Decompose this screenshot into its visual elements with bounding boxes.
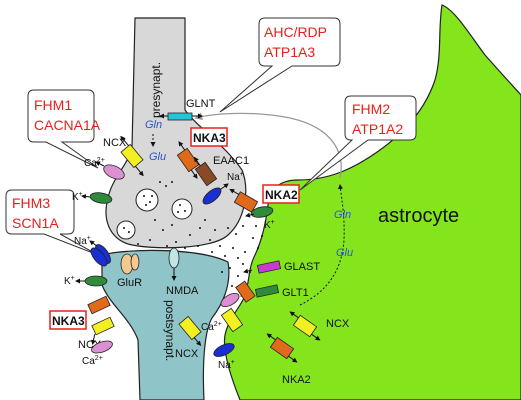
- k-channel-post-left: [75, 275, 108, 287]
- k-ion-post-left-symbol: K: [64, 276, 71, 287]
- k-ion-post-left: K+: [64, 275, 75, 287]
- ca-ion-post-right-symbol: Ca: [201, 322, 214, 333]
- postsynaptic-label: postsynapt.: [163, 300, 177, 361]
- ca-channel-post-left: [91, 340, 113, 354]
- callout-ahc: AHC/RDP ATP1A3: [219, 17, 341, 113]
- presynaptic-label: presynapt.: [149, 62, 163, 118]
- ncx-post-bottom-transporter: [178, 315, 202, 347]
- na-ion-pre-right-symbol: Na: [227, 172, 240, 183]
- ca-ion-post-right: Ca2+: [201, 321, 222, 333]
- k-ion-astro-charge: +: [271, 219, 275, 226]
- callout-fhm1-line1: FHM1: [34, 97, 72, 113]
- callout-fhm1-line2: CACNA1A: [34, 117, 101, 133]
- callout-ahc-line1: AHC/RDP: [264, 24, 327, 40]
- glnt-transporter: [159, 112, 203, 121]
- nmda-label: NMDA: [166, 285, 199, 297]
- glnt-label: GLNT: [186, 98, 216, 110]
- k-channel-pre: [81, 192, 113, 204]
- ca-ion-pre-charge: 2+: [97, 157, 105, 164]
- neurotransmitter-dots: [123, 181, 263, 293]
- glur-label: GluR: [117, 277, 142, 289]
- k-ion-pre: K+: [72, 191, 83, 203]
- astro-glu-to-gln-arrow: [299, 184, 345, 306]
- k-ion-astro-symbol: K: [264, 220, 271, 231]
- nka3-left-box: NKA3: [49, 310, 87, 330]
- ncx-post-left-transporter: [91, 316, 115, 346]
- ncx-post-right-label: NCX: [175, 348, 199, 360]
- ncx-post-right-transporter: [220, 307, 244, 333]
- na-ion-pre-charge: +: [87, 235, 91, 242]
- ca-ion-pre: Ca2+: [84, 157, 105, 169]
- ca-channel-pre: [95, 161, 125, 180]
- na-ion-pre-right: Na+: [227, 171, 244, 183]
- callout-fhm2-line2: ATP1A2: [352, 121, 403, 137]
- ncx-pre-transporter: [120, 135, 144, 177]
- nka-post-right-pump: [235, 280, 256, 303]
- glast-label: GLAST: [284, 261, 320, 273]
- callout-ahc-line2: ATP1A3: [264, 44, 315, 60]
- callout-fhm2: FHM2 ATP1A2: [299, 95, 417, 191]
- callout-fhm3-line2: SCN1A: [12, 215, 59, 231]
- k-ion-astro: K+: [264, 219, 275, 231]
- glast-transporter: [243, 260, 282, 274]
- na-channel-post-left: [90, 247, 108, 267]
- astrocyte-glu-label: Glu: [336, 247, 353, 259]
- ncx-astro-transporter: [289, 311, 321, 341]
- ca-channel-post-right: [220, 292, 240, 308]
- postsynaptic-spine: [101, 249, 230, 400]
- na-channel-post-bottom: [213, 343, 235, 357]
- nka3-top-label: NKA3: [193, 131, 226, 145]
- nmda-receptor: [168, 247, 180, 281]
- ncx-pre-label: NCX: [103, 137, 127, 149]
- ncx-astro-label: NCX: [326, 318, 350, 330]
- eaac1-transporter: [193, 156, 218, 187]
- glt1-label: GLT1: [282, 287, 309, 299]
- k-ion-pre-symbol: K: [72, 192, 79, 203]
- nka3-post-left-pump: [87, 295, 111, 315]
- ca-ion-post-left: Ca2+: [82, 355, 103, 367]
- presynaptic-gln-label: Gln: [145, 119, 162, 131]
- glur-receptor: [120, 253, 140, 275]
- na-ion-pre-symbol: Na: [74, 236, 87, 247]
- k-ion-post-left-charge: +: [71, 275, 75, 282]
- callout-fhm3: FHM3 SCN1A: [5, 189, 99, 256]
- presynaptic-glu-label: Glu: [149, 151, 166, 163]
- nka3-top-box: NKA3: [190, 127, 228, 147]
- ca-ion-post-left-symbol: Ca: [82, 356, 95, 367]
- nka3-pre-pump: [176, 141, 200, 179]
- k-channel-astro: [245, 206, 274, 218]
- callout-fhm1: FHM1 CACNA1A: [27, 89, 101, 169]
- nka2-astro-bottom-pump: [266, 333, 298, 363]
- astrocyte-gln-label: Gln: [334, 209, 351, 221]
- nka2-bottom-label: NKA2: [282, 374, 311, 386]
- callout-fhm3-line1: FHM3: [12, 195, 50, 211]
- synaptic-vesicles: [116, 188, 193, 240]
- na-channel-pre-right: [202, 183, 229, 205]
- ca-ion-pre-symbol: Ca: [84, 158, 97, 169]
- na-ion-pre: Na+: [74, 235, 91, 247]
- na-ion-post-bottom: Na+: [218, 359, 235, 371]
- nka2-label: NKA2: [265, 188, 298, 202]
- na-ion-post-bottom-symbol: Na: [218, 360, 231, 371]
- callout-fhm2-line1: FHM2: [352, 101, 390, 117]
- nka3-left-label: NKA3: [52, 314, 85, 328]
- na-ion-pre-right-charge: +: [240, 171, 244, 178]
- nka2-box: NKA2: [262, 184, 300, 204]
- ca-ion-post-left-charge: 2+: [95, 355, 103, 362]
- astrocyte-label: astrocyte: [378, 205, 459, 227]
- na-ion-post-bottom-charge: +: [231, 359, 235, 366]
- eaac1-label: EAAC1: [213, 155, 249, 167]
- k-ion-pre-charge: +: [79, 191, 83, 198]
- ca-ion-post-right-charge: 2+: [214, 321, 222, 328]
